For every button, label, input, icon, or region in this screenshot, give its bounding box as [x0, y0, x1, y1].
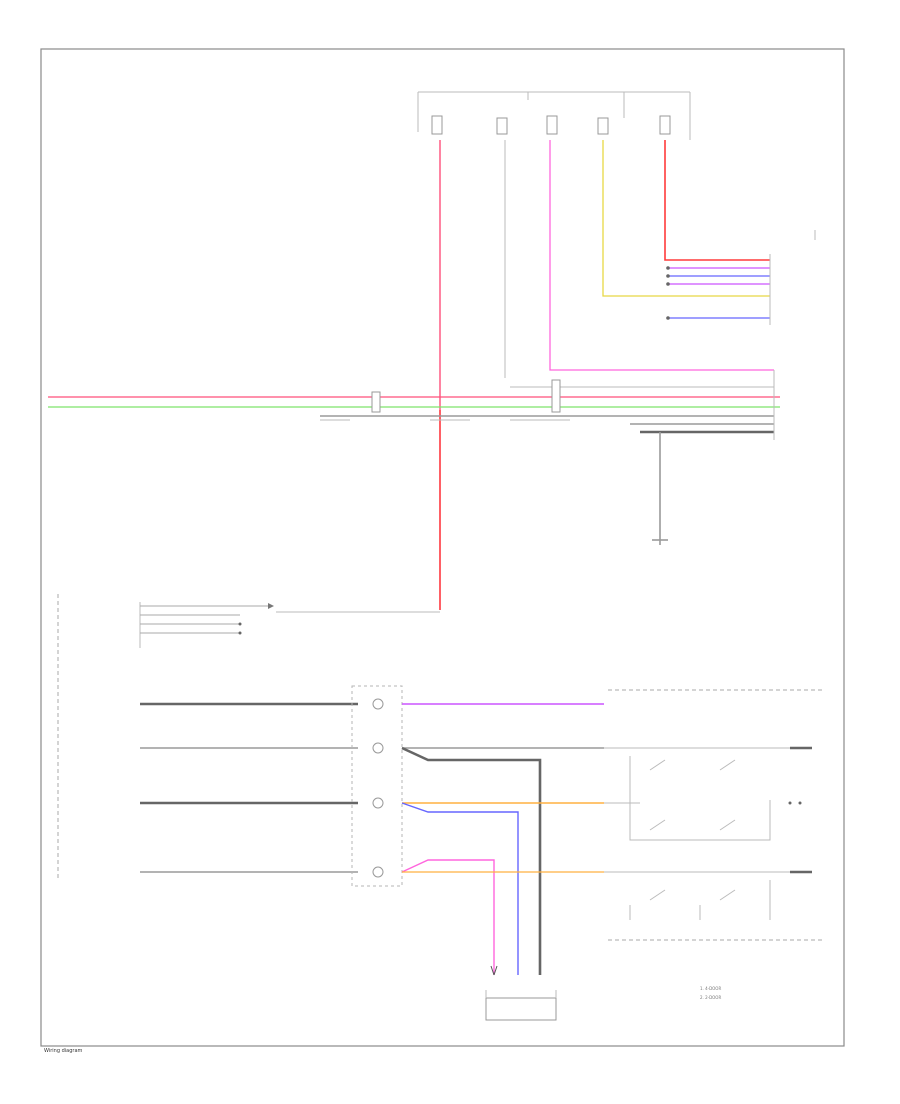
wire-red-feed: [664, 140, 770, 261]
wire-magenta-to-bottom: [401, 859, 495, 975]
legend-item-2: 2. 2-DOOR: [700, 995, 721, 1000]
wire-dark-to-bottom: [401, 746, 542, 975]
fuse-bus-sides: [417, 92, 691, 140]
fuse-3: [546, 115, 558, 135]
switch-contacts-upper: [649, 759, 736, 831]
switch-contacts-lower: [649, 889, 736, 901]
switch-3: [372, 797, 384, 809]
splice-1: [666, 266, 670, 270]
diagram-border: [40, 48, 845, 1047]
switch-module-box: [351, 685, 403, 887]
fuse-box-area: [417, 91, 691, 140]
fuse-5: [659, 115, 671, 135]
arrow-down-icon: [490, 965, 498, 976]
inline-connector-2: [551, 379, 561, 413]
switch-2: [372, 742, 384, 754]
switch-panel-drops: [629, 880, 771, 920]
fuse-bus-drops: [527, 92, 625, 118]
wire-yellow-feed: [602, 140, 770, 297]
legend: 1. 4-DOOR 2. 2-DOOR: [700, 986, 721, 1000]
page-number: Wiring diagram: [44, 1048, 83, 1054]
wire-blue-to-bottom: [401, 802, 519, 975]
splice-2: [666, 274, 670, 278]
splice-8: [798, 801, 802, 805]
bottom-connector-ticks: [485, 990, 557, 998]
arrow-right-icon: [268, 603, 274, 609]
switch-4: [372, 866, 384, 878]
splice-5: [238, 622, 242, 626]
splice-6: [238, 631, 242, 635]
legend-item-1: 1. 4-DOOR: [700, 986, 721, 991]
bottom-connector: [485, 997, 557, 1021]
inline-connector-1: [371, 391, 381, 413]
fuse-2: [496, 117, 508, 135]
wire-magenta-feed: [549, 140, 774, 371]
splice-7: [788, 801, 792, 805]
splice-3: [666, 282, 670, 286]
fuse-1: [431, 115, 443, 135]
switch-1: [372, 698, 384, 710]
switch-panel-loop: [629, 756, 771, 841]
fuse-4: [597, 117, 609, 135]
splice-4: [666, 316, 670, 320]
switch-panel-ends: [790, 746, 812, 874]
